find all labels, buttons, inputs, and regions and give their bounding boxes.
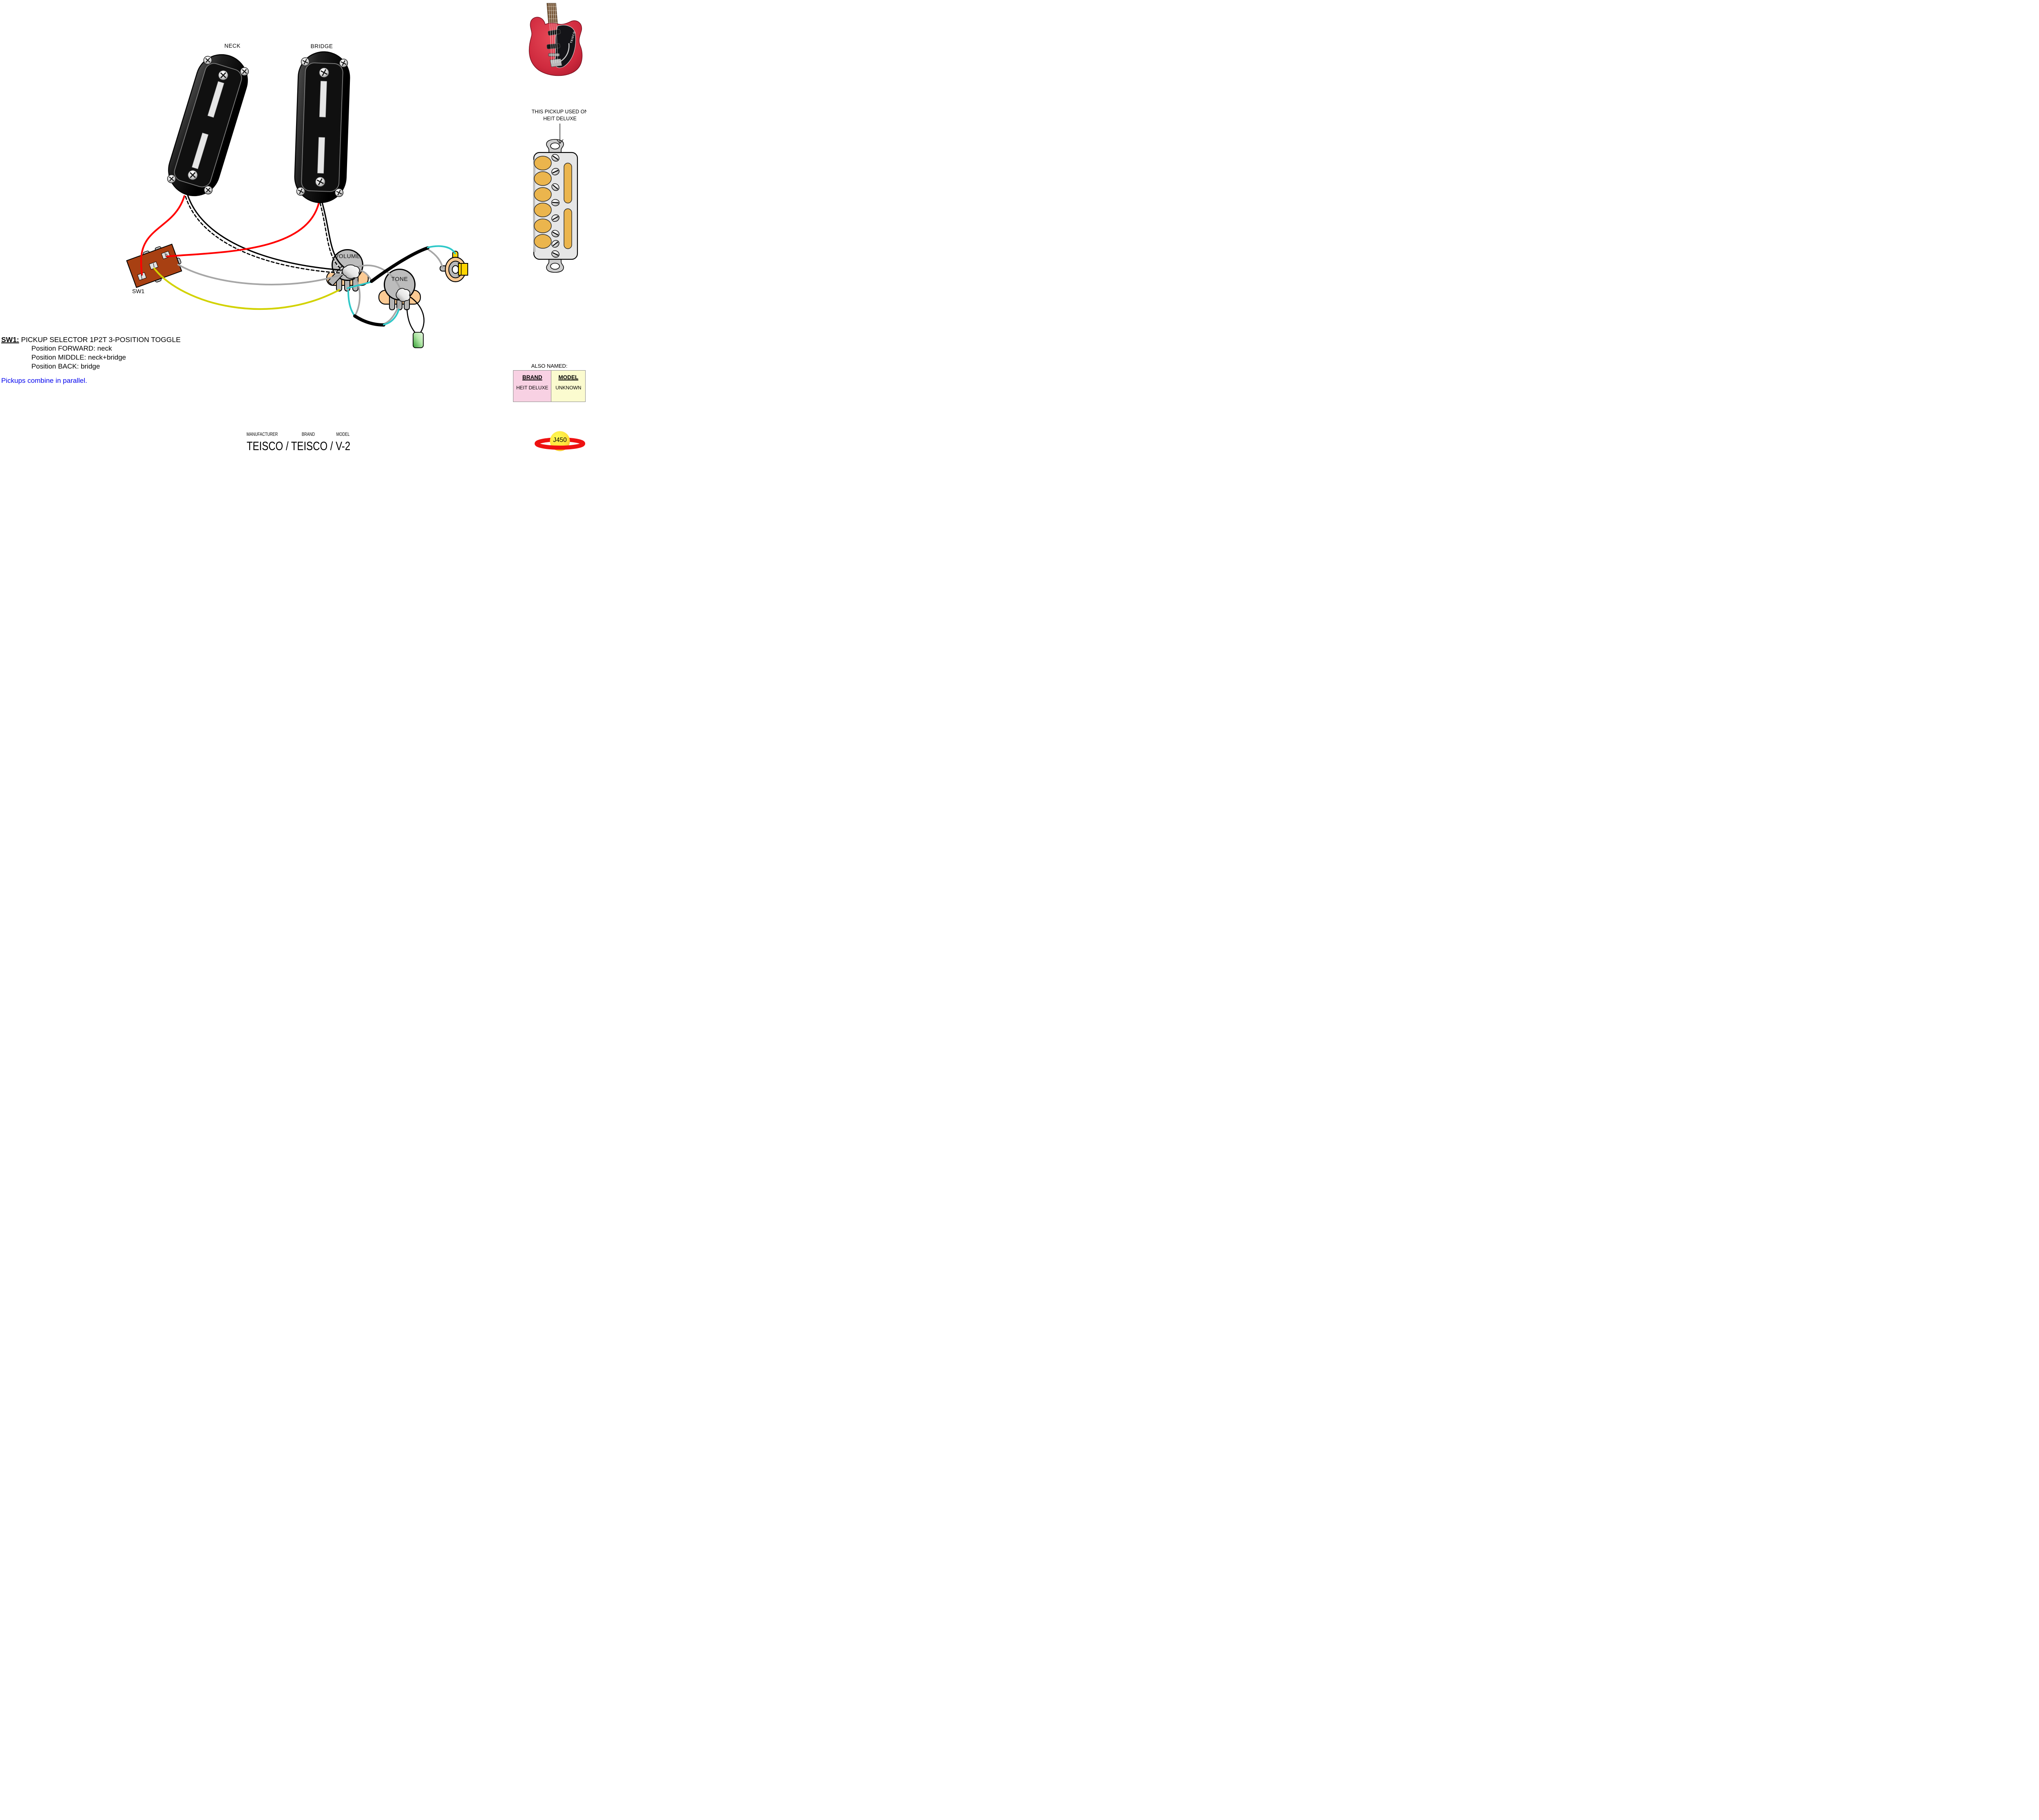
brand-value: HEIT DELUXE bbox=[516, 385, 548, 391]
bridge-slot-top bbox=[319, 81, 327, 117]
neck-pickup-label: NECK bbox=[224, 43, 241, 49]
footer-brand-label: BRAND bbox=[300, 432, 316, 437]
heit-pickup-diagram bbox=[533, 139, 578, 273]
tone-capacitor bbox=[413, 332, 424, 348]
cable-jacket-to-jack bbox=[370, 246, 429, 283]
wire-cap-from-lug bbox=[406, 309, 416, 334]
j450-logo bbox=[535, 431, 585, 451]
bridge-slot-bottom bbox=[317, 137, 325, 174]
wire-cyan-to-jack-tip bbox=[427, 245, 456, 254]
wires bbox=[140, 194, 456, 334]
footer-title-text: TEISCO / TEISCO / V-2 bbox=[246, 440, 351, 453]
sw1-note-line: SW1: PICKUP SELECTOR 1P2T 3-POSITION TOG… bbox=[1, 336, 181, 344]
guitar-whammy-bar bbox=[559, 43, 570, 63]
bridge-pickup bbox=[294, 51, 350, 203]
wire-neck-shield-under bbox=[185, 196, 344, 274]
wire-shield-jack-b bbox=[427, 249, 443, 268]
footer-title: TEISCO / TEISCO / V-2 bbox=[234, 440, 363, 453]
parallel-note: Pickups combine in parallel. bbox=[1, 377, 87, 384]
wire-cyan-volume-lug bbox=[347, 281, 372, 289]
wire-pot-to-pot-gray bbox=[351, 264, 402, 292]
also-named-table: BRAND HEIT DELUXE MODEL UNKNOWN bbox=[513, 370, 586, 402]
also-named-title: ALSO NAMED: bbox=[531, 363, 568, 369]
cable-jacket-to-tone bbox=[353, 314, 385, 327]
jack-hole bbox=[452, 265, 459, 274]
volume-solder-blob bbox=[342, 264, 360, 279]
jack-gold-block bbox=[458, 263, 468, 276]
sw1-label: SW1 bbox=[132, 288, 145, 294]
note-position-middle: Position MIDDLE: neck+bridge bbox=[31, 353, 126, 361]
heit-pole-dots bbox=[534, 156, 552, 249]
heit-note-arrow bbox=[556, 124, 564, 144]
footer-manufacturer-text: MANUFACTURER bbox=[246, 432, 278, 437]
wiring-diagram-canvas: NECK BRIDGE SW1 f l b VOLUME TONE SW1: P… bbox=[0, 0, 586, 455]
brand-header: BRAND bbox=[522, 374, 542, 380]
note-position-back: Position BACK: bridge bbox=[31, 362, 100, 370]
wire-cyan-to-tone-lug bbox=[383, 309, 400, 325]
volume-label: VOLUME bbox=[334, 253, 360, 259]
footer-manufacturer-label: MANUFACTURER bbox=[243, 432, 282, 437]
heit-note-line1: THIS PICKUP USED ON bbox=[531, 109, 586, 115]
wire-yellow-switch-to-volume bbox=[153, 267, 341, 310]
output-jack bbox=[440, 251, 468, 283]
bridge-screws bbox=[296, 57, 348, 197]
model-cell: MODEL UNKNOWN bbox=[551, 371, 585, 402]
j450-text: J450 bbox=[553, 437, 567, 444]
guitar-photo bbox=[529, 3, 583, 76]
sw1-switch bbox=[126, 243, 182, 288]
neck-pickup bbox=[167, 54, 249, 197]
neck-screws bbox=[167, 56, 249, 194]
note-position-forward: Position FORWARD: neck bbox=[31, 345, 112, 352]
guitar-strings bbox=[548, 3, 558, 64]
heit-screws bbox=[551, 154, 560, 258]
bridge-pickup-label: BRIDGE bbox=[310, 43, 333, 49]
heit-note-line2: HEIT DELUXE bbox=[543, 116, 577, 121]
footer-model-text: MODEL bbox=[336, 432, 350, 437]
footer-brand-text: BRAND bbox=[301, 432, 315, 437]
model-header: MODEL bbox=[558, 374, 579, 380]
tone-label: TONE bbox=[391, 276, 408, 282]
wire-bridge-shield-dashed bbox=[319, 202, 347, 273]
wire-switch-ground-gray bbox=[177, 264, 347, 285]
wire-neck-black bbox=[187, 194, 345, 271]
diagram-graphics bbox=[126, 3, 585, 451]
neck-slot-top bbox=[207, 81, 224, 118]
neck-slot-bottom bbox=[192, 133, 209, 169]
heit-pole-bars bbox=[564, 163, 572, 249]
wire-neck-shield-dashed bbox=[185, 196, 344, 274]
sw1-note-text: PICKUP SELECTOR 1P2T 3-POSITION TOGGLE bbox=[19, 336, 181, 344]
guitar-tailpiece bbox=[550, 58, 562, 67]
tone-solder-blob bbox=[396, 288, 411, 302]
brand-cell: BRAND HEIT DELUXE bbox=[513, 371, 551, 402]
wire-neck-red bbox=[140, 195, 186, 276]
sw1-note-bold: SW1: bbox=[1, 336, 19, 344]
footer-model-label: MODEL bbox=[335, 432, 352, 437]
model-value: UNKNOWN bbox=[555, 385, 582, 391]
wire-bridge-black bbox=[321, 202, 348, 270]
wire-cyan-volume-down bbox=[347, 290, 356, 317]
wire-bridge-red bbox=[166, 201, 320, 258]
